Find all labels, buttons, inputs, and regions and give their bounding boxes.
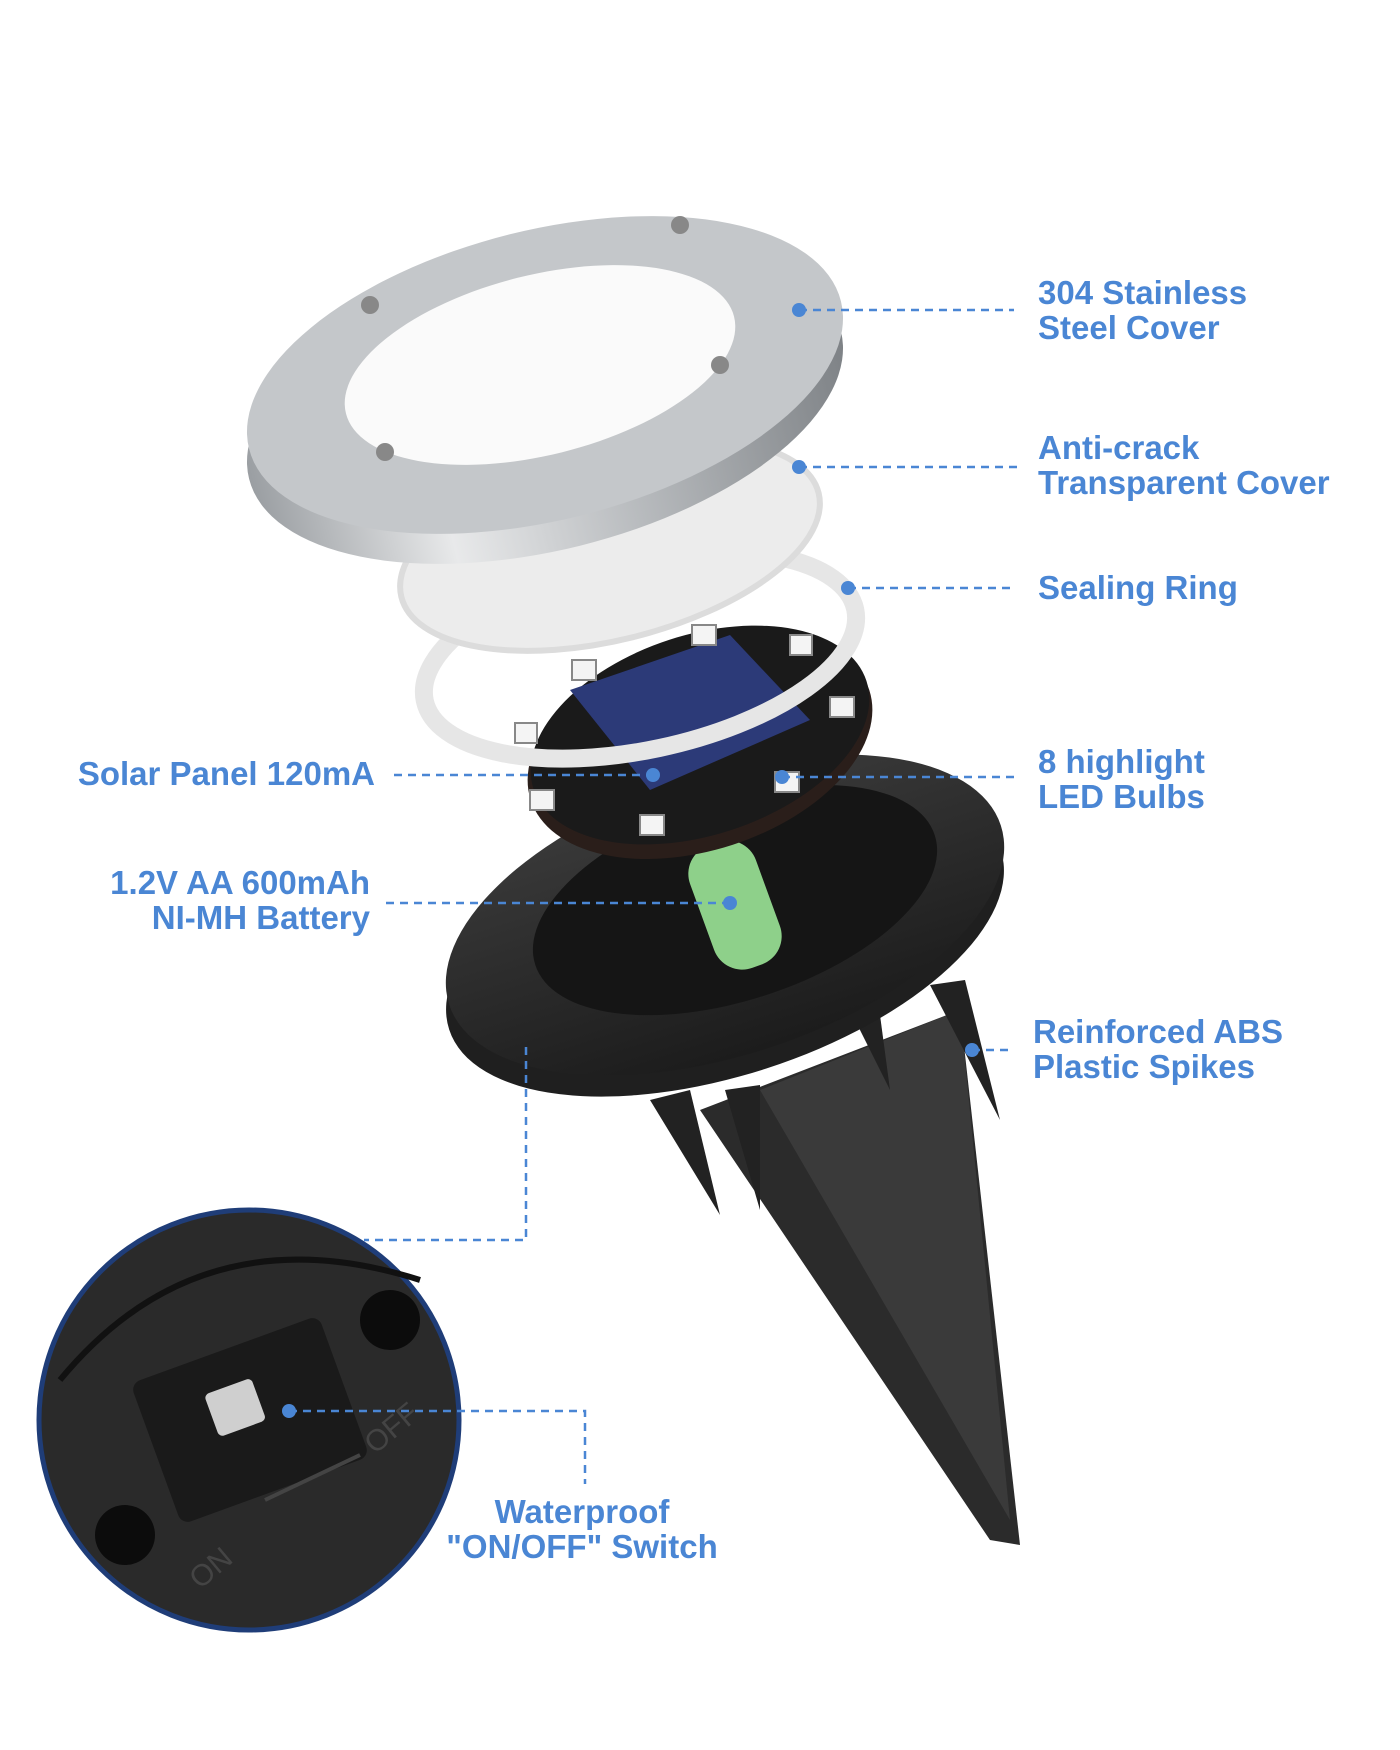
label-line: 304 Stainless bbox=[1038, 274, 1248, 311]
label-led-bulbs: 8 highlight LED Bulbs bbox=[1038, 744, 1205, 814]
label-spikes: Reinforced ABS Plastic Spikes bbox=[1033, 1014, 1283, 1084]
steel-cover bbox=[246, 216, 844, 564]
label-line: NI-MH Battery bbox=[151, 899, 370, 936]
label-switch: Waterproof "ON/OFF" Switch bbox=[432, 1494, 732, 1564]
label-sealing-ring: Sealing Ring bbox=[1038, 570, 1238, 605]
label-line: Waterproof bbox=[494, 1493, 670, 1530]
callout-dots bbox=[282, 303, 979, 1418]
solar-panel bbox=[514, 624, 873, 860]
label-line: Steel Cover bbox=[1038, 309, 1220, 346]
label-line: Plastic Spikes bbox=[1033, 1048, 1255, 1085]
label-steel-cover: 304 Stainless Steel Cover bbox=[1038, 275, 1247, 345]
leader-lines bbox=[289, 308, 1018, 1484]
label-line: 8 highlight bbox=[1038, 743, 1205, 780]
label-line: Sealing Ring bbox=[1038, 569, 1238, 606]
switch-inset: ON OFF bbox=[36, 1207, 462, 1633]
label-line: Anti-crack bbox=[1038, 429, 1200, 466]
label-line: Solar Panel 120mA bbox=[77, 755, 375, 792]
label-line: 1.2V AA 600mAh bbox=[110, 864, 370, 901]
label-line: "ON/OFF" Switch bbox=[446, 1528, 718, 1565]
label-line: Reinforced ABS bbox=[1033, 1013, 1283, 1050]
label-line: Transparent Cover bbox=[1038, 464, 1330, 501]
switch-toggle bbox=[205, 1379, 265, 1436]
label-line: LED Bulbs bbox=[1038, 778, 1205, 815]
label-transparent-cover: Anti-crack Transparent Cover bbox=[1038, 430, 1330, 500]
label-solar-panel: Solar Panel 120mA bbox=[78, 756, 375, 791]
label-battery: 1.2V AA 600mAh NI-MH Battery bbox=[110, 865, 370, 935]
